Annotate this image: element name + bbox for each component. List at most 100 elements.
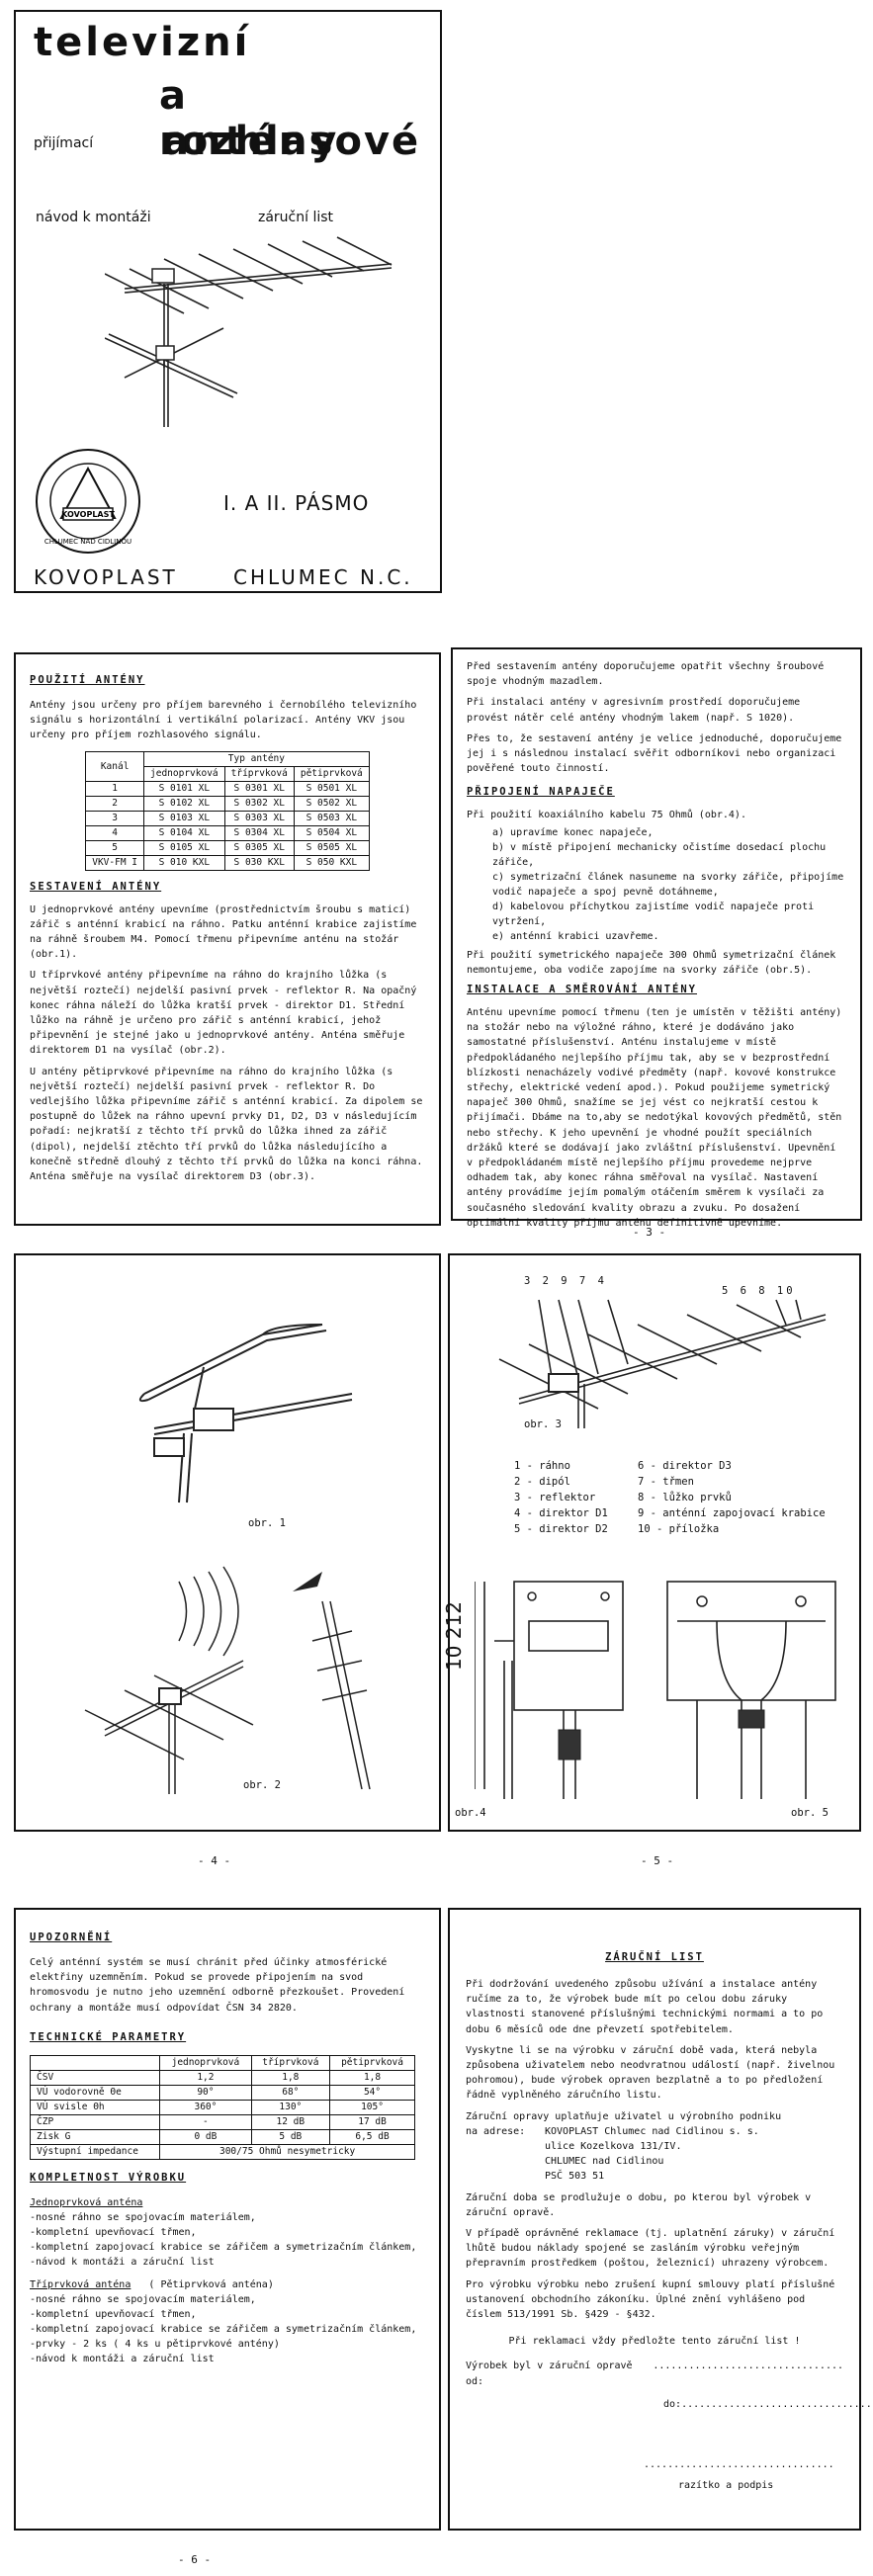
legend-item: 5 - direktor D2 <box>514 1523 608 1535</box>
page6-left: UPOZORNĚNÍ Celý anténní systém se musí c… <box>14 1908 441 2531</box>
cover-page: televizní a rozhlasové přijímací antény … <box>14 10 442 593</box>
address-block: na adrese: KOVOPLAST Chlumec nad Cidlino… <box>466 2124 843 2185</box>
cover-title-line2: a rozhlasové <box>159 73 421 164</box>
table-cell: S 0303 XL <box>223 810 295 826</box>
list-item: c) symetrizační článek nasuneme na svork… <box>492 871 844 898</box>
page4: obr. 1 obr. 2 <box>14 1253 441 1832</box>
table-cell: S 0502 XL <box>293 795 370 812</box>
page3-right: Před sestavením antény doporučujeme opat… <box>451 647 862 1229</box>
table-header: Typ antény <box>143 750 370 767</box>
table-cell: 17 dB <box>329 2113 415 2130</box>
list-item: -kompletní zapojovací krabice se zářičem… <box>30 2323 417 2335</box>
paragraph: Při použití koaxiálního kabelu 75 Ohmů (… <box>467 810 746 821</box>
completeness-list: Jednoprvková anténa -nosné ráhno se spoj… <box>30 2195 425 2366</box>
table-header: jednoprvková <box>159 2054 252 2071</box>
legend-item: 10 - příložka <box>638 1523 720 1535</box>
table-cell: S 0104 XL <box>143 824 225 841</box>
table-cell: S 0504 XL <box>293 824 370 841</box>
table-header: pětiprvková <box>329 2054 415 2071</box>
table-cell: S 0102 XL <box>143 795 225 812</box>
table-cell: S 0304 XL <box>223 824 295 841</box>
table-cell: 1,8 <box>250 2069 331 2086</box>
table-cell: S 0305 XL <box>223 839 295 856</box>
table-cell: S 050 KXL <box>293 854 370 871</box>
list-subheading: Jednoprvková anténa <box>30 2196 143 2208</box>
table-cell: 68° <box>250 2084 331 2101</box>
table-cell: S 030 KXL <box>223 854 295 871</box>
section-heading: KOMPLETNOST VÝROBKU <box>30 2171 187 2184</box>
list-item: d) kabelovou příchytkou zajistíme vodič … <box>492 901 815 927</box>
table-cell: S 0105 XL <box>143 839 225 856</box>
figure-4-dimension: 10 212 <box>442 1601 466 1671</box>
table-cell: 1 <box>85 780 144 797</box>
svg-text:CHLUMEC NAD CIDLINOU: CHLUMEC NAD CIDLINOU <box>44 538 131 546</box>
legend-item: 4 - direktor D1 <box>514 1507 608 1519</box>
table-cell: 130° <box>250 2099 331 2115</box>
page-number: - 3 - <box>633 1226 666 1239</box>
figure-1-illustration <box>138 1324 353 1503</box>
legend-item: 7 - třmen <box>638 1476 694 1488</box>
cover-title-line1: televizní <box>34 20 251 65</box>
page6-right: ZÁRUČNÍ LIST Při dodržování uvedeného zp… <box>448 1908 872 2531</box>
cover-pasmo: I. A II. PÁSMO <box>223 491 370 515</box>
figure-3-label: obr. 3 <box>524 1418 562 1430</box>
paragraph: Antény jsou určeny pro příjem barevného … <box>30 700 417 741</box>
paragraph: Záruční opravy uplatňuje uživatel u výro… <box>466 2110 782 2122</box>
section-heading: INSTALACE A SMĚROVÁNÍ ANTÉNY <box>467 984 698 996</box>
signature-label: razítko a podpis <box>678 2480 774 2492</box>
table-cell: 6,5 dB <box>329 2128 415 2145</box>
cover-title-line3: antény <box>162 119 341 164</box>
table-cell: 3 <box>85 810 144 826</box>
list-item: -nosné ráhno se spojovacím materiálem, <box>30 2293 256 2305</box>
page3-left: POUŽITÍ ANTÉNY Antény jsou určeny pro př… <box>14 652 441 1226</box>
repair-from-dots: ................................ <box>653 2361 843 2372</box>
table-header: tříprvková <box>250 2054 331 2071</box>
paragraph: V případě oprávněné reklamace (tj. uplat… <box>466 2228 835 2270</box>
list-subheading: Tříprvková anténa <box>30 2278 131 2290</box>
paragraph: Vyskytne li se na výrobku v záruční době… <box>466 2044 835 2102</box>
signature-dots: ................................ <box>644 2459 834 2471</box>
table-cell: VÚ vodorovně Θe <box>29 2084 161 2101</box>
table-cell: 4 <box>85 824 144 841</box>
table-cell: 1,2 <box>159 2069 252 2086</box>
figure-5-illustration <box>666 1581 836 1799</box>
paragraph: Pro výrobku výrobku nebo zrušení kupní s… <box>466 2278 835 2321</box>
legend-item: 9 - anténní zapojovací krabice <box>638 1507 826 1519</box>
figure-3-legend-left: 1 - ráhno 2 - dipól 3 - reflektor 4 - di… <box>514 1458 608 1537</box>
table-cell: S 0501 XL <box>293 780 370 797</box>
table-cell: S 0503 XL <box>293 810 370 826</box>
table-cell: ČZP <box>29 2113 161 2130</box>
table-header: jednoprvková <box>143 765 225 782</box>
paragraph: U jednoprvkové antény upevníme (prostřed… <box>30 903 417 961</box>
list-item: -kompletní upevňovací třmen, <box>30 2226 197 2238</box>
figure-2-label: obr. 2 <box>243 1779 281 1791</box>
list-subheading-row: Tříprvková anténa ( Pětiprvková anténa) <box>30 2277 425 2292</box>
section-heading: UPOZORNĚNÍ <box>30 1932 113 1943</box>
table-cell: 0 dB <box>159 2128 252 2145</box>
table-cell: S 0301 XL <box>223 780 295 797</box>
figure-2-illustration <box>84 1566 371 1794</box>
steps-list: a) upravíme konec napaječe, b) v místě p… <box>467 825 846 944</box>
page5: 3 2 9 7 4 5 6 8 10 obr. 3 1 - ráhno 2 - … <box>442 1253 861 1832</box>
table-cell: VKV-FM I <box>85 854 144 871</box>
table-cell: 90° <box>159 2084 252 2101</box>
repair-to-dots: ................................ <box>681 2398 872 2410</box>
table-cell: S 0103 XL <box>143 810 225 826</box>
kovoplast-logo-icon: KOVOPLAST CHLUMEC NAD CIDLINOU <box>36 449 140 554</box>
paragraph: Záruční doba se prodlužuje o dobu, po kt… <box>466 2191 812 2218</box>
list-item: -prvky - 2 ks ( 4 ks u pětiprvkové antén… <box>30 2338 280 2350</box>
paragraph: U tříprvkové antény připevníme na ráhno … <box>30 970 417 1057</box>
table-cell: 12 dB <box>250 2113 331 2130</box>
table-cell: S 0302 XL <box>223 795 295 812</box>
paragraph: Celý anténní systém se musí chránit před… <box>30 1957 405 2014</box>
table-cell: - <box>159 2113 252 2130</box>
cover-company: KOVOPLAST <box>34 565 178 589</box>
